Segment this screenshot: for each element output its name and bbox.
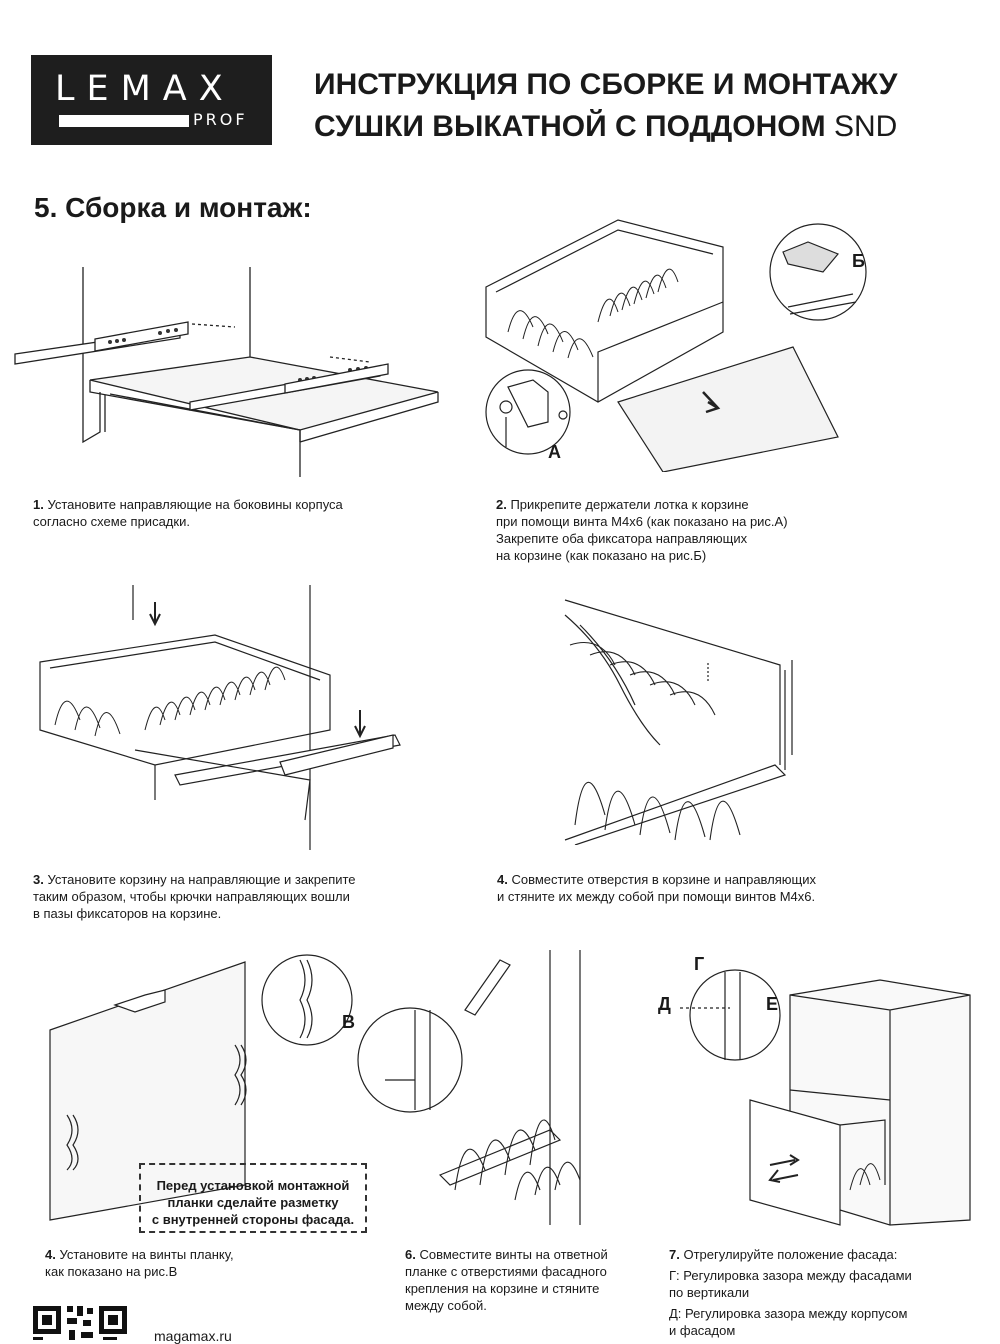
label-g: Г: [694, 954, 704, 974]
step-2-caption: 2. Прикрепите держатели лотка к корзине …: [496, 496, 916, 564]
step-number: 1.: [33, 497, 44, 512]
step-text: Г: Регулировка зазора между фасадами: [669, 1267, 912, 1283]
step-text: Закрепите оба фиксатора направляющих: [496, 531, 748, 546]
step-text: Д: Регулировка зазора между корпусом: [669, 1305, 908, 1321]
logo-bar: [59, 115, 189, 127]
step-text: Отрегулируйте положение фасада:: [679, 1247, 898, 1262]
step-text: как показано на рис.В: [45, 1264, 178, 1279]
facade-note: Перед установкой монтажной планки сделай…: [139, 1163, 367, 1233]
brand-name: LEMAX: [55, 69, 235, 109]
label-e: Е: [766, 994, 778, 1014]
brand-logo: LEMAX PROF: [31, 55, 272, 145]
qr-code: [33, 1304, 127, 1340]
illustration-step-4: [560, 585, 810, 845]
section-heading: 5. Сборка и монтаж:: [34, 192, 312, 223]
step-text: согласно схеме присадки.: [33, 514, 190, 529]
note-line: планки сделайте разметку: [167, 1195, 339, 1210]
step-text: крепления на корзине и стяните: [405, 1281, 600, 1296]
step-number: 4.: [45, 1247, 56, 1262]
step-text: в пазы фиксаторов на корзине.: [33, 906, 222, 921]
step-text: Установите направляющие на боковины корп…: [43, 497, 343, 512]
website-link[interactable]: magamax.ru: [154, 1328, 232, 1344]
note-line: Перед установкой монтажной: [156, 1178, 350, 1193]
step-4-caption: 4. Совместите отверстия в корзине и напр…: [497, 871, 917, 905]
step-text: таким образом, чтобы крючки направляющих…: [33, 889, 350, 904]
step-text: Совместите винты на ответной: [415, 1247, 608, 1262]
illustration-step-7: Г Д Е: [650, 950, 990, 1230]
title-line-2: СУШКИ ВЫКАТНОЙ С ПОДДОНОМ SND: [314, 106, 994, 148]
step-text: между собой.: [405, 1298, 487, 1313]
page-title: ИНСТРУКЦИЯ ПО СБОРКЕ И МОНТАЖУ СУШКИ ВЫК…: [314, 64, 994, 148]
illustration-step-6: [355, 950, 595, 1230]
step-1-caption: 1. Установите направляющие на боковины к…: [33, 496, 453, 530]
title-line-1: ИНСТРУКЦИЯ ПО СБОРКЕ И МОНТАЖУ: [314, 68, 898, 101]
step-text: и фасадом: [669, 1323, 736, 1338]
illustration-step-3: [35, 580, 435, 855]
label-b: Б: [852, 251, 865, 271]
illustration-step-1: [10, 262, 450, 482]
step-text: Установите корзину на направляющие и зак…: [43, 872, 356, 887]
step-text: по вертикали: [669, 1285, 750, 1300]
illustration-step-2: А Б: [478, 212, 878, 472]
step-text: планке с отверстиями фасадного: [405, 1264, 607, 1279]
step-text: Совместите отверстия в корзине и направл…: [507, 872, 816, 887]
step-5-caption: 4. Установите на винты планку, как показ…: [45, 1246, 345, 1280]
title-line-2-model: SND: [825, 110, 898, 143]
step-text: Установите на винты планку,: [55, 1247, 234, 1262]
step-number: 2.: [496, 497, 507, 512]
note-line: с внутренней стороны фасада.: [151, 1212, 355, 1227]
step-6-caption: 6. Совместите винты на ответной планке с…: [405, 1246, 655, 1314]
step-text: и стяните их между собой при помощи винт…: [497, 889, 816, 904]
step-number: 4.: [497, 872, 508, 887]
brand-sub: PROF: [193, 110, 248, 129]
step-3-caption: 3. Установите корзину на направляющие и …: [33, 871, 453, 922]
title-line-2-bold: СУШКИ ВЫКАТНОЙ С ПОДДОНОМ: [314, 110, 826, 143]
label-a: А: [548, 442, 561, 462]
step-text: Прикрепите держатели лотка к корзине: [506, 497, 749, 512]
step-number: 3.: [33, 872, 44, 887]
label-d: Д: [658, 994, 671, 1014]
step-number: 7.: [669, 1247, 680, 1262]
step-text: при помощи винта М4х6 (как показано на р…: [496, 514, 788, 529]
step-text: на корзине (как показано на рис.Б): [496, 548, 707, 563]
step-7-caption: 7. Отрегулируйте положение фасада: Г: Ре…: [669, 1246, 989, 1340]
illustration-step-5: В: [45, 950, 375, 1230]
label-v: В: [342, 1012, 355, 1032]
step-number: 6.: [405, 1247, 416, 1262]
